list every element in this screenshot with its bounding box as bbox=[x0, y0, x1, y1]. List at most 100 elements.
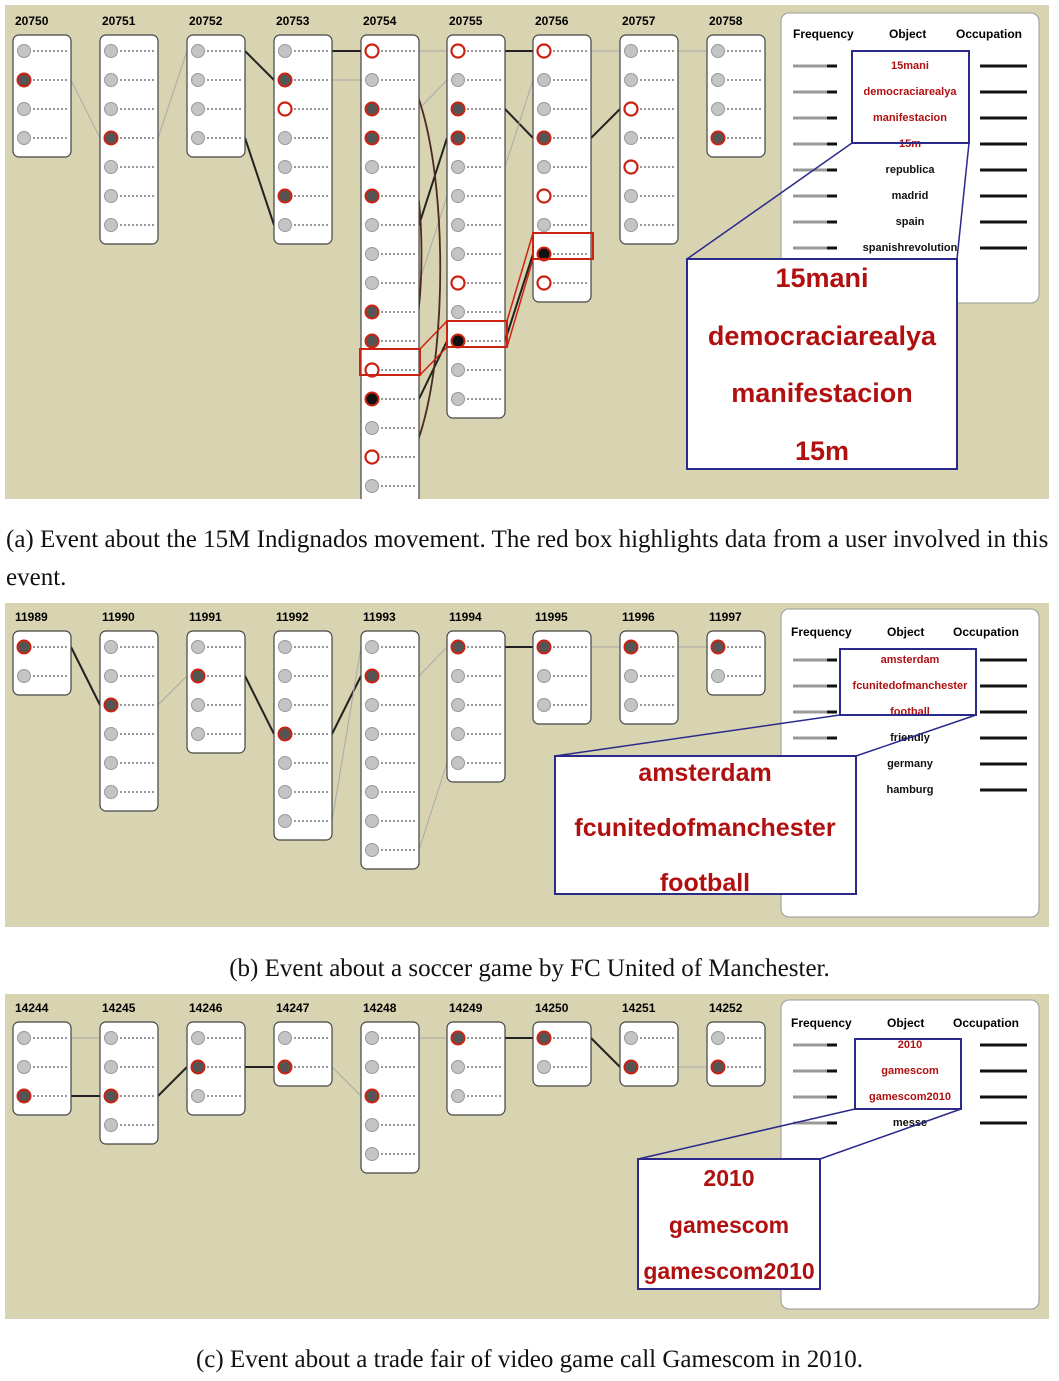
edge bbox=[157, 50, 188, 139]
edge bbox=[418, 79, 448, 110]
node bbox=[365, 479, 379, 493]
object-table bbox=[780, 999, 1040, 1310]
node bbox=[191, 131, 205, 145]
node bbox=[623, 1059, 639, 1075]
node bbox=[191, 73, 205, 87]
node bbox=[104, 44, 118, 58]
time-column bbox=[446, 630, 506, 783]
node bbox=[364, 130, 380, 146]
occupation-header: Occupation bbox=[953, 625, 1019, 639]
caption-b: (b) Event about a soccer game by FC Unit… bbox=[229, 955, 830, 982]
node bbox=[17, 131, 31, 145]
user-highlight-box bbox=[446, 320, 508, 348]
time-column bbox=[360, 630, 420, 870]
zoom-term: manifestacion bbox=[731, 378, 913, 408]
node bbox=[451, 1089, 465, 1103]
node bbox=[104, 756, 118, 770]
node bbox=[711, 73, 725, 87]
time-column-label: 14246 bbox=[189, 1001, 223, 1015]
node bbox=[536, 43, 552, 59]
node bbox=[536, 188, 552, 204]
node bbox=[451, 669, 465, 683]
time-column-label: 14249 bbox=[449, 1001, 483, 1015]
object-term: messe bbox=[893, 1117, 927, 1129]
edge bbox=[504, 79, 534, 168]
node bbox=[191, 727, 205, 741]
object-term: manifestacion bbox=[873, 112, 947, 124]
object-term: germany bbox=[887, 758, 934, 770]
caption-c: (c) Event about a trade fair of video ga… bbox=[195, 1346, 864, 1373]
time-column-label: 11990 bbox=[102, 610, 135, 624]
node bbox=[17, 669, 31, 683]
zoom-term: football bbox=[660, 869, 750, 897]
time-column-label: 20754 bbox=[363, 14, 397, 28]
node bbox=[277, 726, 293, 742]
node bbox=[451, 73, 465, 87]
zoom-term: democraciarealya bbox=[708, 321, 937, 351]
node bbox=[278, 669, 292, 683]
time-column-label: 20750 bbox=[15, 14, 49, 28]
object-selection-box bbox=[854, 1038, 962, 1110]
node bbox=[365, 160, 379, 174]
node bbox=[365, 640, 379, 654]
object-term: football bbox=[890, 706, 930, 718]
time-column bbox=[532, 34, 592, 303]
node bbox=[450, 101, 466, 117]
node bbox=[364, 668, 380, 684]
node bbox=[104, 669, 118, 683]
node bbox=[278, 1031, 292, 1045]
node bbox=[537, 102, 551, 116]
node bbox=[711, 102, 725, 116]
node bbox=[710, 1059, 726, 1075]
object-term: 2010 bbox=[898, 1039, 922, 1051]
edge bbox=[418, 195, 448, 284]
node bbox=[711, 44, 725, 58]
edge bbox=[331, 646, 362, 822]
zoom-term: fcunitedofmanchester bbox=[574, 814, 835, 842]
node bbox=[278, 814, 292, 828]
node bbox=[365, 1147, 379, 1161]
node bbox=[16, 1088, 32, 1104]
node bbox=[191, 1031, 205, 1045]
object-table-rows: 15manidemocraciarealyamanifestacion15mre… bbox=[793, 60, 1027, 254]
time-column-label: 14247 bbox=[276, 1001, 310, 1015]
edge bbox=[244, 137, 275, 226]
edge bbox=[331, 1066, 362, 1097]
node bbox=[278, 698, 292, 712]
node bbox=[277, 72, 293, 88]
edge bbox=[244, 675, 275, 735]
node bbox=[537, 669, 551, 683]
node bbox=[365, 276, 379, 290]
node bbox=[365, 756, 379, 770]
node bbox=[104, 1118, 118, 1132]
time-column bbox=[360, 34, 420, 499]
node bbox=[536, 246, 552, 262]
time-column-label: 11995 bbox=[535, 610, 568, 624]
node bbox=[277, 101, 293, 117]
time-column bbox=[186, 630, 246, 754]
node bbox=[364, 101, 380, 117]
node bbox=[451, 247, 465, 261]
node bbox=[365, 727, 379, 741]
node bbox=[364, 43, 380, 59]
node bbox=[104, 73, 118, 87]
edge bbox=[70, 79, 101, 139]
object-selection-box bbox=[851, 50, 970, 144]
node bbox=[624, 44, 638, 58]
node bbox=[364, 449, 380, 465]
occupation-header: Occupation bbox=[953, 1016, 1019, 1030]
node bbox=[365, 1060, 379, 1074]
edge bbox=[157, 675, 188, 706]
node bbox=[451, 727, 465, 741]
node bbox=[278, 160, 292, 174]
time-column-label: 20755 bbox=[449, 14, 483, 28]
zoom-term: gamescom2010 bbox=[643, 1258, 814, 1284]
node bbox=[451, 160, 465, 174]
node bbox=[624, 1031, 638, 1045]
object-term: democraciarealya bbox=[864, 86, 958, 98]
